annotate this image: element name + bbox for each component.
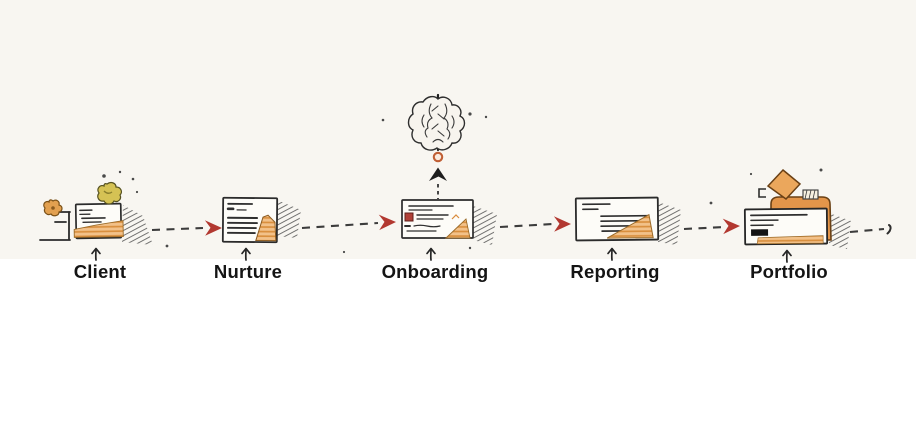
pointer-up-icon bbox=[241, 247, 251, 261]
sketch-box-icon bbox=[802, 189, 819, 200]
shadow-scribble bbox=[829, 213, 851, 249]
stage-label-client: Client bbox=[74, 261, 127, 282]
connector-onboarding-reporting bbox=[499, 216, 572, 232]
dark-block bbox=[751, 229, 769, 236]
blossom-icon bbox=[97, 181, 122, 205]
tick-mark bbox=[886, 224, 892, 235]
document-card-icon bbox=[574, 196, 660, 242]
speckle-dots bbox=[102, 170, 139, 194]
stage-portfolio bbox=[743, 168, 851, 263]
speckle-dots bbox=[381, 112, 488, 122]
up-arrow-icon bbox=[429, 167, 447, 181]
stage-label-nurture: Nurture bbox=[214, 261, 282, 282]
document-card-icon bbox=[401, 199, 474, 239]
white-background bbox=[0, 259, 916, 448]
stage-client bbox=[39, 170, 153, 261]
shadow-scribble bbox=[122, 205, 153, 245]
document-card-icon bbox=[73, 202, 124, 240]
orange-strip bbox=[756, 235, 824, 245]
checkbox-icon bbox=[404, 212, 414, 222]
connector-nurture-onboarding bbox=[301, 214, 397, 231]
connector-client-nurture bbox=[151, 220, 223, 248]
growth-ramp-icon bbox=[73, 220, 124, 238]
pointer-up-icon bbox=[91, 247, 101, 261]
connector-reporting-portfolio bbox=[683, 218, 741, 235]
document-card-icon bbox=[221, 196, 279, 244]
pointer-up-icon bbox=[782, 249, 792, 263]
pointer-up-icon bbox=[426, 247, 436, 261]
tree-icon bbox=[407, 93, 466, 152]
stage-label-portfolio: Portfolio bbox=[750, 261, 828, 282]
stage-label-onboarding: Onboarding bbox=[382, 261, 489, 282]
document-card-icon bbox=[743, 207, 829, 246]
growth-triangle-icon bbox=[606, 213, 654, 239]
pointer-up-icon bbox=[607, 247, 617, 261]
shadow-scribble bbox=[658, 202, 681, 245]
shadow-scribble bbox=[277, 200, 301, 238]
seed-ring-icon bbox=[432, 151, 444, 163]
stage-nurture bbox=[221, 196, 346, 261]
connector-portfolio-out bbox=[849, 224, 892, 235]
stage-label-reporting: Reporting bbox=[570, 261, 659, 282]
speckle-dots bbox=[749, 168, 823, 176]
shadow-scribble bbox=[473, 206, 497, 245]
stage-onboarding bbox=[381, 93, 497, 261]
cup-icon bbox=[758, 188, 766, 198]
flower-icon bbox=[43, 199, 63, 217]
growth-triangle-icon bbox=[444, 218, 471, 239]
growth-steps-icon bbox=[255, 214, 277, 242]
gem-icon bbox=[766, 168, 802, 200]
stage-reporting bbox=[574, 196, 713, 261]
